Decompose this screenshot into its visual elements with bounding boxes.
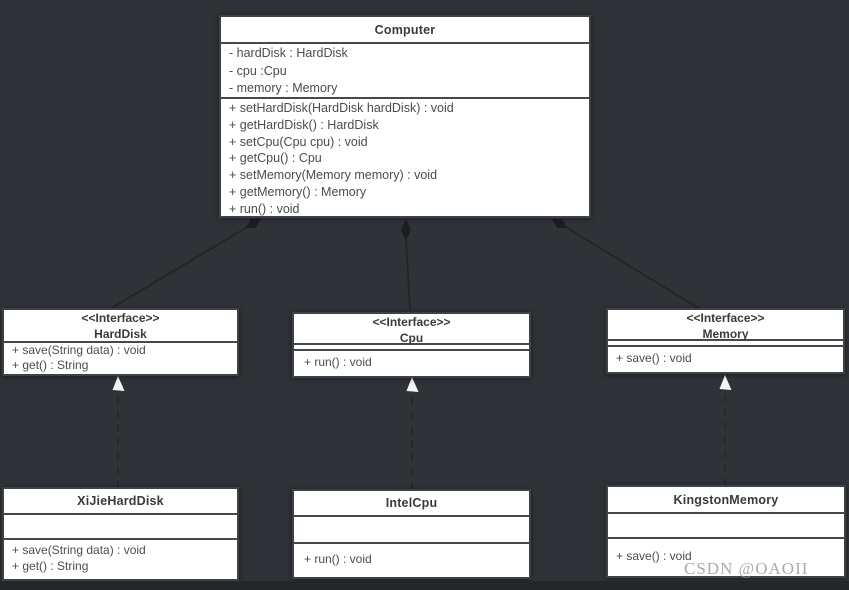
method-line: + run() : void — [229, 201, 300, 216]
method-line: + save(String data) : void — [12, 543, 146, 557]
class-title: Memory — [702, 326, 749, 341]
method-line: + save() : void — [616, 350, 692, 365]
class-title: KingstonMemory — [608, 487, 844, 514]
methods-compartment: + save(String data) : void + get() : Str… — [4, 343, 237, 372]
method-line: + save() : void — [616, 548, 692, 563]
class-intelcpu[interactable]: IntelCpu + run() : void — [292, 489, 531, 579]
method-line: + get() : String — [12, 357, 89, 372]
attributes-compartment-empty — [294, 517, 529, 544]
class-title: Cpu — [399, 330, 424, 345]
class-title: IntelCpu — [294, 491, 529, 517]
interface-header: <<Interface>> Cpu — [294, 314, 529, 345]
class-title: HardDisk — [94, 326, 147, 341]
attribute-line: - cpu :Cpu — [229, 63, 287, 78]
methods-compartment: + save() : void — [608, 347, 843, 368]
methods-compartment: + setHardDisk(HardDisk hardDisk) : void … — [221, 99, 589, 216]
class-xijieharddisk[interactable]: XiJieHardDisk + save(String data) : void… — [2, 487, 239, 581]
interface-header: <<Interface>> Memory — [608, 310, 843, 341]
method-line: + run() : void — [304, 354, 372, 369]
attributes-compartment-empty — [608, 514, 844, 539]
methods-compartment: + run() : void — [294, 544, 529, 573]
methods-compartment: + save(String data) : void + get() : Str… — [4, 540, 237, 575]
method-line: + get() : String — [12, 559, 89, 573]
realization-arrow-intelcpu — [406, 377, 419, 490]
interface-header: <<Interface>> HardDisk — [4, 310, 237, 343]
attribute-line: - memory : Memory — [229, 81, 338, 95]
method-line: + getMemory() : Memory — [229, 184, 367, 199]
realization-arrow-xijieharddisk — [112, 376, 125, 488]
method-line: + getCpu() : Cpu — [229, 151, 322, 166]
composition-connector-memory — [552, 219, 701, 310]
realization-arrow-kingstonmemory — [719, 375, 732, 486]
method-line: + run() : void — [304, 551, 372, 566]
composition-connector-cpu — [401, 219, 411, 312]
class-title: XiJieHardDisk — [4, 489, 237, 515]
attribute-line: - hardDisk : HardDisk — [229, 46, 348, 60]
bottom-band — [0, 581, 849, 590]
attributes-compartment-empty — [294, 345, 529, 351]
method-line: + save(String data) : void — [12, 343, 146, 357]
attributes-compartment: - hardDisk : HardDisk - cpu :Cpu - memor… — [221, 44, 589, 99]
method-line: + setCpu(Cpu cpu) : void — [229, 134, 368, 149]
interface-cpu[interactable]: <<Interface>> Cpu + run() : void — [292, 312, 531, 378]
interface-harddisk[interactable]: <<Interface>> HardDisk + save(String dat… — [2, 308, 239, 376]
method-line: + setHardDisk(HardDisk hardDisk) : void — [229, 101, 454, 115]
attributes-compartment-empty — [608, 341, 843, 347]
composition-connector-harddisk — [109, 219, 261, 310]
csdn-watermark: CSDN @OAOII — [684, 559, 809, 578]
methods-compartment: + run() : void — [294, 351, 529, 372]
class-kingstonmemory[interactable]: KingstonMemory + save() : void — [606, 485, 846, 578]
attributes-compartment-empty — [4, 515, 237, 540]
class-title: Computer — [221, 17, 589, 44]
interface-memory[interactable]: <<Interface>> Memory + save() : void — [606, 308, 845, 374]
stereotype-label: <<Interface>> — [372, 315, 451, 329]
method-line: + setMemory(Memory memory) : void — [229, 168, 438, 183]
method-line: + getHardDisk() : HardDisk — [229, 117, 379, 132]
class-computer[interactable]: Computer - hardDisk : HardDisk - cpu :Cp… — [219, 15, 591, 218]
stereotype-label: <<Interface>> — [81, 311, 160, 325]
stereotype-label: <<Interface>> — [686, 311, 765, 325]
methods-compartment: + save() : void — [608, 539, 844, 572]
